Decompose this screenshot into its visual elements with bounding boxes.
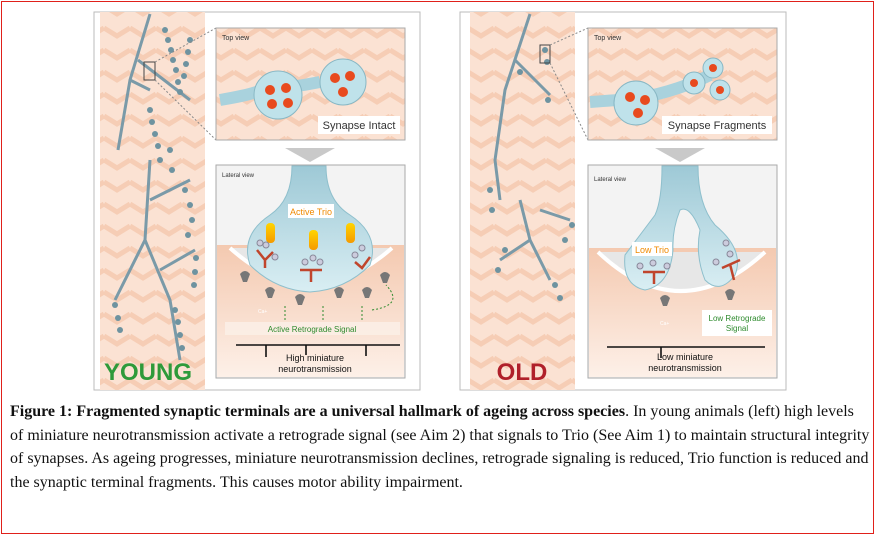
down-arrow bbox=[285, 148, 335, 162]
ion-label: Ca+ bbox=[660, 321, 669, 327]
retrograde-signal-label: Active Retrograde Signal bbox=[268, 325, 357, 334]
trio-label: Active Trio bbox=[290, 207, 332, 217]
zoom-box bbox=[539, 44, 551, 64]
muscle-fiber bbox=[470, 12, 575, 390]
top-view-caption: Synapse Intact bbox=[323, 120, 396, 132]
down-arrow bbox=[655, 148, 705, 162]
figure-caption: Figure 1: Fragmented synaptic terminals … bbox=[10, 400, 870, 494]
trio-label: Low Trio bbox=[635, 245, 669, 255]
old-nerve-branches bbox=[493, 13, 571, 281]
old-lateral-view: Lateral view Low Trio Ca+ Low Retrograde… bbox=[587, 164, 778, 379]
lateral-view-label: Lateral view bbox=[222, 173, 255, 179]
top-view-caption: Synapse Fragments bbox=[668, 120, 767, 132]
young-label: YOUNG bbox=[104, 359, 192, 386]
old-top-view: Top view Synapse Fragments bbox=[587, 27, 778, 141]
synapse-ageing-figure: YOUNG Top view Synapse Intact Lateral vi… bbox=[93, 11, 787, 391]
young-top-view: Top view Synapse Intact bbox=[215, 27, 406, 141]
trace bbox=[236, 344, 400, 357]
muscle-fiber bbox=[100, 12, 205, 390]
trace-label-1: Low miniature bbox=[657, 352, 713, 362]
old-panel: OLD Top view Synapse Fragments Lateral v… bbox=[459, 11, 787, 391]
ion-label: Ca+ bbox=[258, 309, 267, 315]
young-boutons bbox=[112, 27, 199, 351]
caption-title: Figure 1: Fragmented synaptic terminals … bbox=[10, 403, 626, 420]
old-boutons bbox=[487, 47, 575, 301]
lateral-view-label: Lateral view bbox=[594, 177, 627, 183]
retrograde-signal-label-2: Signal bbox=[726, 324, 748, 333]
retrograde-signal-label-1: Low Retrograde bbox=[709, 314, 766, 323]
trace-label-2: neurotransmission bbox=[648, 363, 722, 373]
young-panel: YOUNG Top view Synapse Intact Lateral vi… bbox=[93, 11, 421, 391]
trace-label-1: High miniature bbox=[286, 353, 344, 363]
top-view-label: Top view bbox=[222, 35, 250, 42]
young-lateral-view: Lateral view Active Trio Active Retrogra… bbox=[215, 164, 406, 379]
old-label: OLD bbox=[497, 359, 548, 386]
trace bbox=[607, 346, 765, 358]
top-view-label: Top view bbox=[594, 35, 622, 42]
trace-label-2: neurotransmission bbox=[278, 364, 352, 374]
zoom-box bbox=[143, 61, 156, 81]
young-nerve-branches bbox=[113, 13, 196, 361]
caption-body: . In young animals (left) high levels of… bbox=[10, 403, 870, 491]
